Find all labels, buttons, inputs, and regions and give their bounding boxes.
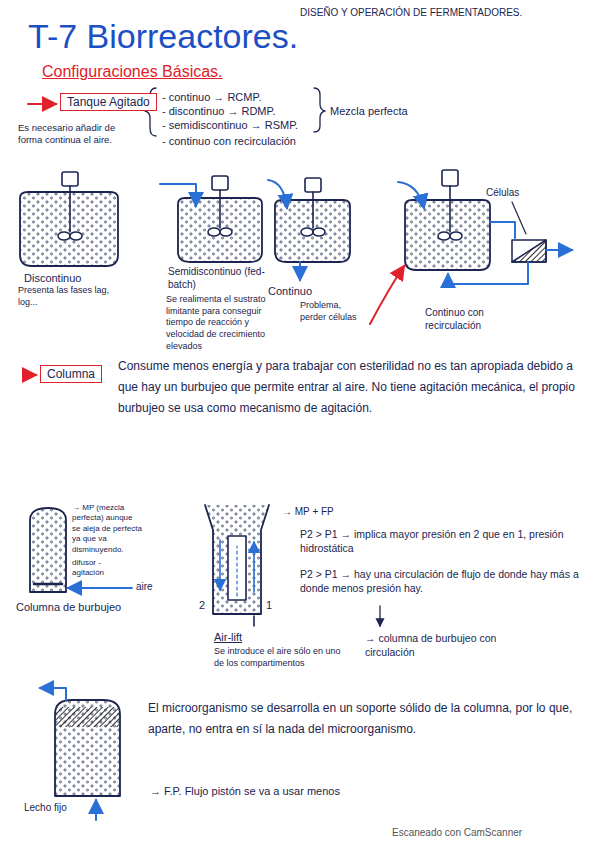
paragraph: Consume menos energía y para trabajar co…	[118, 356, 586, 419]
side-note: → MP + FP	[282, 505, 334, 518]
note-text: P2 > P1 → hay una circulación de flujo d…	[300, 568, 580, 595]
list-item: - discontinuo → RDMP.	[162, 104, 276, 118]
note-text: → columna de burbujeo con circulación	[365, 632, 540, 659]
header-note: DISEÑO Y OPERACIÓN DE FERMENTADORES.	[300, 6, 522, 19]
tank-note: Se realimenta el sustrato limitante para…	[166, 294, 278, 352]
paragraph: El microorganismo se desarrolla en un so…	[148, 698, 588, 740]
side-note: Es necesario añadir de forma continua el…	[18, 122, 130, 147]
tank-note: Problema, perder células	[300, 300, 366, 323]
bracket-note: Mezcla perfecta	[330, 104, 408, 118]
note-text: P2 > P1 → implica mayor presión en 2 que…	[300, 528, 580, 555]
callout-label: aire	[136, 580, 153, 593]
section-heading: Tanque Agitado	[67, 95, 150, 109]
section-subtitle: Configuraciones Básicas.	[42, 62, 223, 83]
section-box: Columna	[40, 365, 102, 383]
section-heading: Columna	[47, 367, 95, 381]
callout-label: Células	[486, 186, 519, 199]
tank-label: Continuo con recirculación	[425, 306, 525, 332]
callout-label: difusor - agitación	[72, 558, 134, 579]
watermark: Escaneado con CamScanner	[392, 826, 522, 839]
tank-note: Presenta las fases lag, log...	[18, 285, 128, 308]
tank-label: Continuo	[268, 284, 312, 298]
section-box: Tanque Agitado	[60, 93, 157, 111]
callout-number: 1	[266, 598, 272, 612]
figure-label: Lecho fijo	[24, 801, 67, 814]
side-note: → MP (mezcla perfecta) aunque se aleja d…	[72, 503, 142, 555]
tank-label: Discontinuo	[24, 271, 81, 285]
list-item: - continuo con recirculación	[162, 134, 296, 148]
figure-note: Se introduce el aire sólo en uno de los …	[214, 646, 342, 669]
note-text: → F.P. Flujo pistón se va a usar menos	[150, 784, 340, 798]
tank-label: Semidiscontinuo (fed-batch)	[168, 265, 268, 291]
figure-label: Columna de burbujeo	[16, 600, 121, 614]
figure-label: Air-lift	[214, 630, 242, 644]
callout-number: 2	[199, 598, 205, 612]
page-title: T-7 Biorreactores.	[28, 14, 298, 58]
list-item: - semidiscontinuo → RSMP.	[162, 118, 298, 132]
list-item: - continuo → RCMP.	[162, 90, 261, 104]
